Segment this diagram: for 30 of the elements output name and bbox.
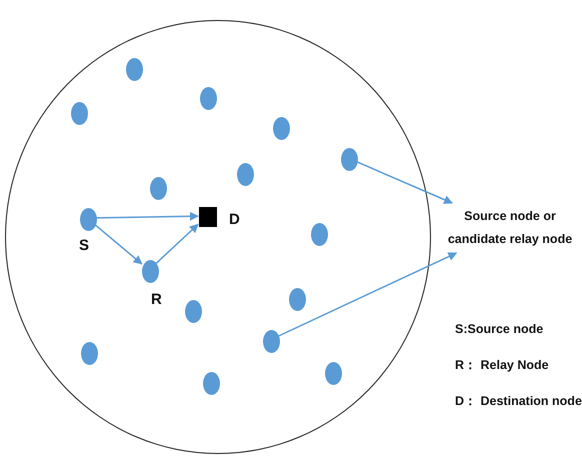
node-label: S: [79, 237, 90, 254]
sensor-node: [310, 222, 328, 246]
node-label: Source node or candidate relay node: [440, 203, 580, 253]
arrow: [94, 223, 142, 265]
arrow: [156, 224, 199, 264]
sensor-node: [142, 260, 158, 282]
sensor-node: [236, 162, 254, 186]
arrow: [278, 252, 458, 337]
sensor-node: [80, 208, 96, 230]
network-area-circle: [5, 20, 431, 454]
sensor-node: [324, 362, 342, 384]
sensor-node: [202, 372, 220, 394]
legend-text: S:Source node: [455, 322, 544, 336]
sensor-node: [200, 86, 216, 110]
node-label: R: [151, 291, 162, 308]
legend-text: D： Destination node: [455, 393, 582, 410]
legend-text: R： Relay Node: [455, 357, 549, 374]
destination-node-square: [199, 207, 217, 227]
sensor-node: [262, 330, 280, 352]
sensor-node: [340, 148, 358, 170]
sensor-node: [272, 116, 290, 140]
sensor-node: [184, 300, 202, 322]
sensor-node: [150, 176, 166, 200]
sensor-node: [126, 58, 142, 80]
node-label: D: [229, 211, 240, 228]
sensor-node: [80, 342, 98, 364]
arrow: [95, 212, 199, 221]
sensor-node: [70, 102, 88, 124]
arrow: [356, 160, 453, 204]
sensor-node: [288, 288, 306, 310]
